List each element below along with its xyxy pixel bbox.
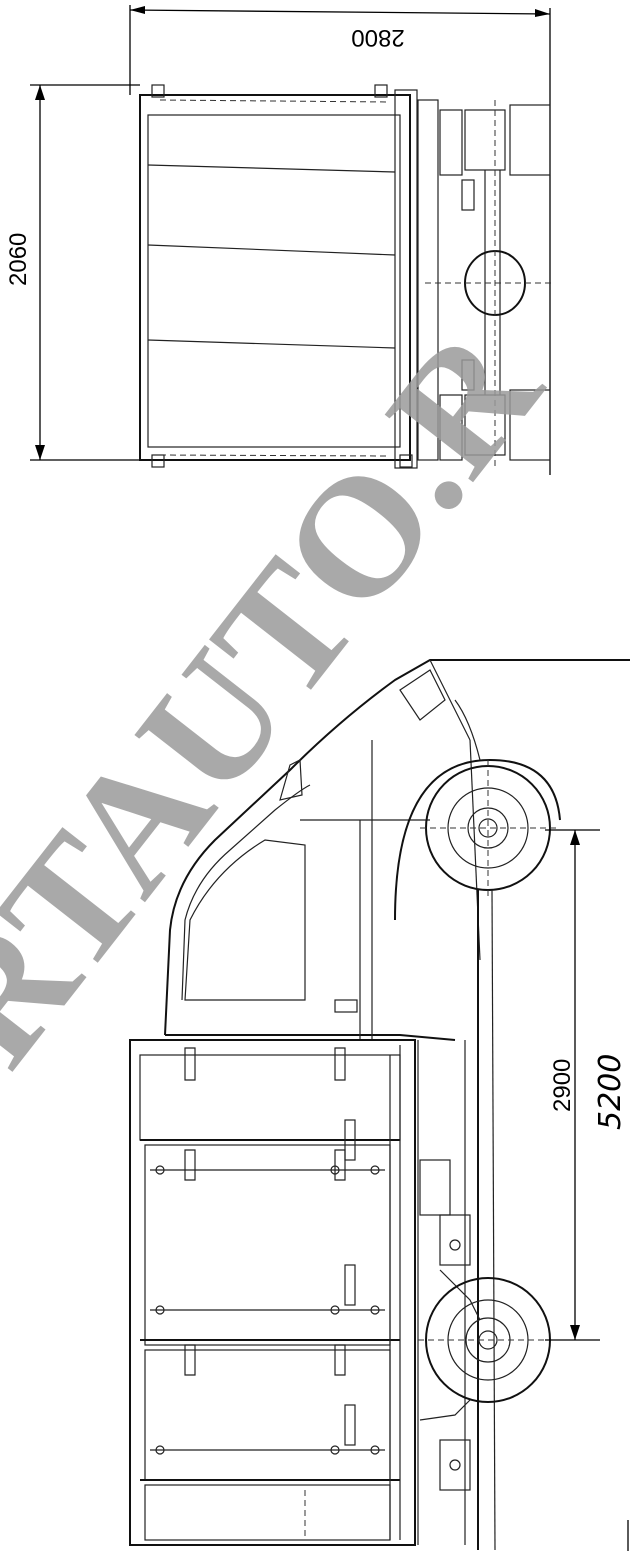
dim-label-5200: 5200 xyxy=(593,1054,628,1130)
cargo-body-side xyxy=(129,1039,416,1546)
dimension-width: 2800 xyxy=(129,5,551,475)
side-view: 2900 5200 xyxy=(129,659,630,1551)
chassis-side xyxy=(417,889,496,1551)
chassis-top xyxy=(417,99,555,470)
dimension-wheelbase: 2900 xyxy=(545,829,600,1341)
dim-label-2060: 2060 xyxy=(5,233,32,286)
dim-label-2800: 2800 xyxy=(351,24,404,51)
rear-wheel xyxy=(418,1277,560,1403)
cargo-box-top xyxy=(139,84,418,469)
top-view: 2800 2060 xyxy=(5,5,555,475)
dim-label-2900: 2900 xyxy=(549,1059,576,1112)
front-wheel xyxy=(394,758,561,921)
dimension-height: 2060 xyxy=(5,84,140,461)
watermark-text: RTAUTO.R xyxy=(0,294,577,1098)
